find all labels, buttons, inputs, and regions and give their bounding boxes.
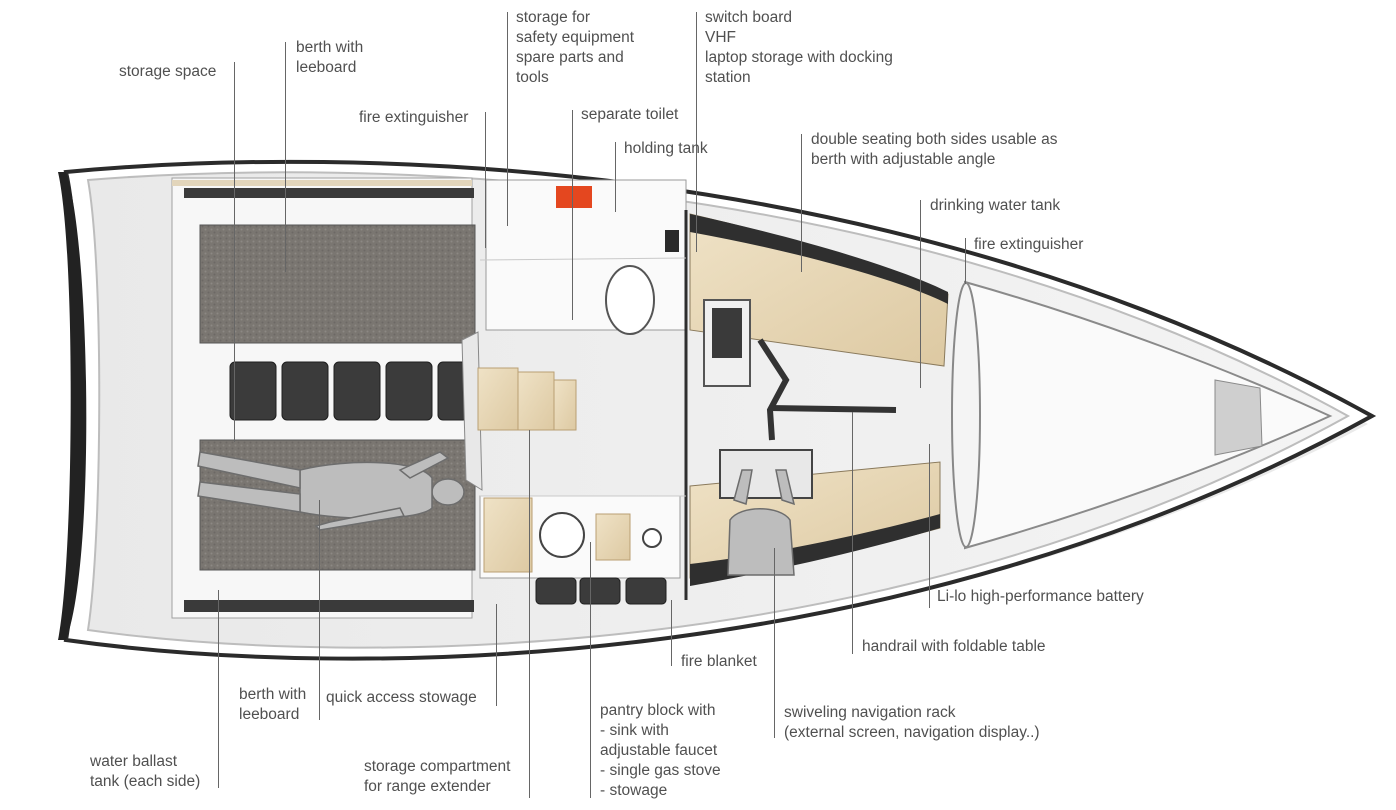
label-storage-space: storage space [119, 63, 217, 80]
label-battery: Li-lo high-performance battery [937, 588, 1144, 605]
leader-water-ballast [218, 590, 219, 788]
label-switch-board: switch board VHF laptop storage with doc… [705, 9, 893, 86]
label-storage-safety: storage for safety equipment spare parts… [516, 9, 635, 86]
leader-nav-rack [774, 548, 775, 738]
label-berth-top: berth with leeboard [296, 39, 364, 76]
leader-storage-space [234, 62, 235, 442]
person-lying-figure [197, 451, 465, 531]
leader-battery [929, 444, 930, 608]
leader-double-seating [801, 134, 802, 272]
companionway-steps [477, 367, 577, 431]
person-seated-figure [727, 469, 796, 576]
leader-pantry [590, 542, 591, 798]
label-fire-extinguisher-aft: fire extinguisher [359, 109, 469, 126]
label-water-ballast: water ballast tank (each side) [90, 753, 201, 790]
leader-quick-access [496, 604, 497, 706]
leader-range-extender [529, 430, 530, 798]
label-nav-rack: swiveling navigation rack (external scre… [784, 704, 1040, 741]
stowage-bins [229, 361, 469, 421]
leader-handrail [852, 412, 853, 654]
label-range-extender: storage compartment for range extender [364, 758, 511, 795]
leader-separate-toilet [572, 110, 573, 320]
label-double-seating: double seating both sides usable as bert… [811, 131, 1058, 168]
label-fire-extinguisher-fwd: fire extinguisher [974, 236, 1084, 253]
leader-drinking-water [920, 200, 921, 388]
leader-berth-top [285, 42, 286, 272]
leader-fire-blanket [671, 600, 672, 666]
leader-fire-extinguisher-aft [485, 112, 486, 248]
leader-berth-bottom [319, 500, 320, 720]
label-quick-access: quick access stowage [326, 689, 477, 706]
label-pantry: pantry block with - sink with adjustable… [600, 702, 721, 799]
leader-storage-safety [507, 12, 508, 226]
gas-stove [642, 528, 662, 548]
label-fire-blanket: fire blanket [681, 653, 757, 670]
label-berth-bottom: berth with leeboard [239, 686, 307, 723]
handrail-table [769, 405, 897, 413]
orange-storage-box [556, 186, 592, 208]
label-separate-toilet: separate toilet [581, 106, 679, 123]
label-drinking-water: drinking water tank [930, 197, 1061, 214]
leader-fire-extinguisher-fwd [965, 238, 966, 284]
sink [539, 512, 585, 558]
label-holding-tank: holding tank [624, 140, 708, 157]
leader-holding-tank [615, 142, 616, 212]
label-handrail: handrail with foldable table [862, 638, 1046, 655]
toilet [605, 265, 655, 335]
leader-switch-board [696, 12, 697, 252]
laptop-keyboard [719, 449, 813, 499]
aft-berth-top-cushion [199, 224, 476, 344]
